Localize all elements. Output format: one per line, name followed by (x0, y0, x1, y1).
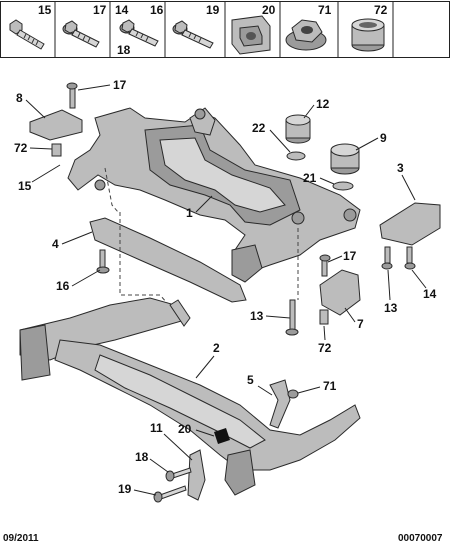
callout-1: 1 (186, 206, 193, 220)
leader-line (344, 307, 356, 323)
leader-line (61, 231, 93, 245)
header-ref-19: 19 (206, 3, 220, 17)
leader-line (163, 433, 193, 461)
mount-bracket-left (29, 109, 83, 141)
washer (332, 181, 354, 191)
leader-line (71, 269, 101, 287)
callout-17: 17 (113, 78, 127, 92)
nut (287, 389, 299, 399)
sleeve (51, 143, 62, 157)
bracket (214, 428, 230, 444)
bracket-icon (231, 15, 271, 55)
washer (286, 151, 306, 161)
leader-line (323, 325, 326, 341)
callout-5: 5 (247, 373, 254, 387)
callout-15: 15 (18, 179, 32, 193)
leader-line (133, 489, 157, 496)
header-ref-71: 71 (318, 3, 332, 17)
callout-13: 13 (250, 309, 264, 323)
bolt (165, 467, 192, 482)
bush-sleeve-icon (351, 18, 385, 52)
leader-line (319, 177, 335, 185)
header-ref-20: 20 (262, 3, 276, 17)
callout-11: 11 (150, 421, 163, 435)
callout-8: 8 (16, 91, 23, 105)
leader-line (29, 147, 53, 150)
header-ref-18: 18 (117, 43, 131, 57)
flange-bolt-icon (119, 19, 159, 47)
leader-line (195, 429, 215, 437)
bolt (319, 254, 331, 277)
callout-22: 22 (252, 121, 266, 135)
header-ref-16: 16 (150, 3, 164, 17)
footer-date: 09/2011 (3, 533, 39, 544)
callout-16: 16 (56, 279, 70, 293)
callout-2: 2 (213, 341, 220, 355)
callout-19: 19 (118, 482, 132, 496)
small-bracket (269, 379, 291, 429)
callout-18: 18 (135, 450, 149, 464)
callout-14: 14 (423, 287, 437, 301)
bolt (381, 246, 393, 270)
header-parts-strip: 15 17 14 16 18 19 (0, 1, 450, 58)
callout-3: 3 (397, 161, 404, 175)
callout-21: 21 (303, 171, 317, 185)
bolt (66, 82, 78, 109)
mount-bracket-center (319, 269, 361, 316)
bolt (285, 299, 299, 336)
flange-bolt-icon (62, 20, 100, 48)
leader-line (25, 99, 46, 119)
bolt (404, 246, 416, 270)
leader-line (401, 174, 416, 201)
callout-4: 4 (52, 237, 59, 251)
rear-crossmember (19, 297, 361, 496)
callout-17b: 17 (343, 249, 357, 263)
upper-mount-bush (285, 114, 311, 144)
leader-line (387, 269, 391, 301)
callout-9: 9 (380, 131, 387, 145)
header-ref-14: 14 (115, 3, 129, 17)
rear-mount-bush (330, 143, 360, 175)
footer-reference: 00070007 (398, 533, 443, 544)
leader-line (355, 137, 379, 151)
leader-line (297, 386, 321, 394)
header-ref-72: 72 (374, 3, 388, 17)
callout-12: 12 (316, 97, 330, 111)
leader-line (411, 269, 427, 289)
callout-7: 7 (357, 317, 364, 331)
assembly-line (104, 167, 119, 213)
callout-72b: 72 (318, 341, 332, 355)
leader-line (195, 355, 215, 379)
callout-20: 20 (178, 422, 192, 436)
callout-13b: 13 (384, 301, 398, 315)
lower-reinforcement-bar (89, 217, 247, 303)
bolt-icon (9, 19, 45, 50)
small-bracket (187, 449, 206, 501)
header-ref-17: 17 (93, 3, 107, 17)
leader-line (77, 84, 111, 91)
leader-line (303, 104, 315, 119)
bolt (96, 249, 110, 274)
mount-bracket-right (379, 202, 441, 246)
leader-line (269, 129, 291, 153)
flange-nut-icon (285, 19, 327, 51)
leader-line (31, 164, 61, 183)
flange-bolt-icon (172, 20, 214, 49)
callout-71: 71 (323, 379, 337, 393)
leader-line (195, 195, 213, 213)
leader-line (265, 315, 291, 319)
sleeve (319, 309, 329, 325)
leader-line (257, 385, 273, 396)
leader-line (149, 458, 169, 473)
front-subframe (67, 107, 361, 283)
bolt (153, 485, 187, 503)
header-ref-15: 15 (38, 3, 52, 17)
leader-line (327, 255, 343, 263)
callout-72: 72 (14, 141, 28, 155)
